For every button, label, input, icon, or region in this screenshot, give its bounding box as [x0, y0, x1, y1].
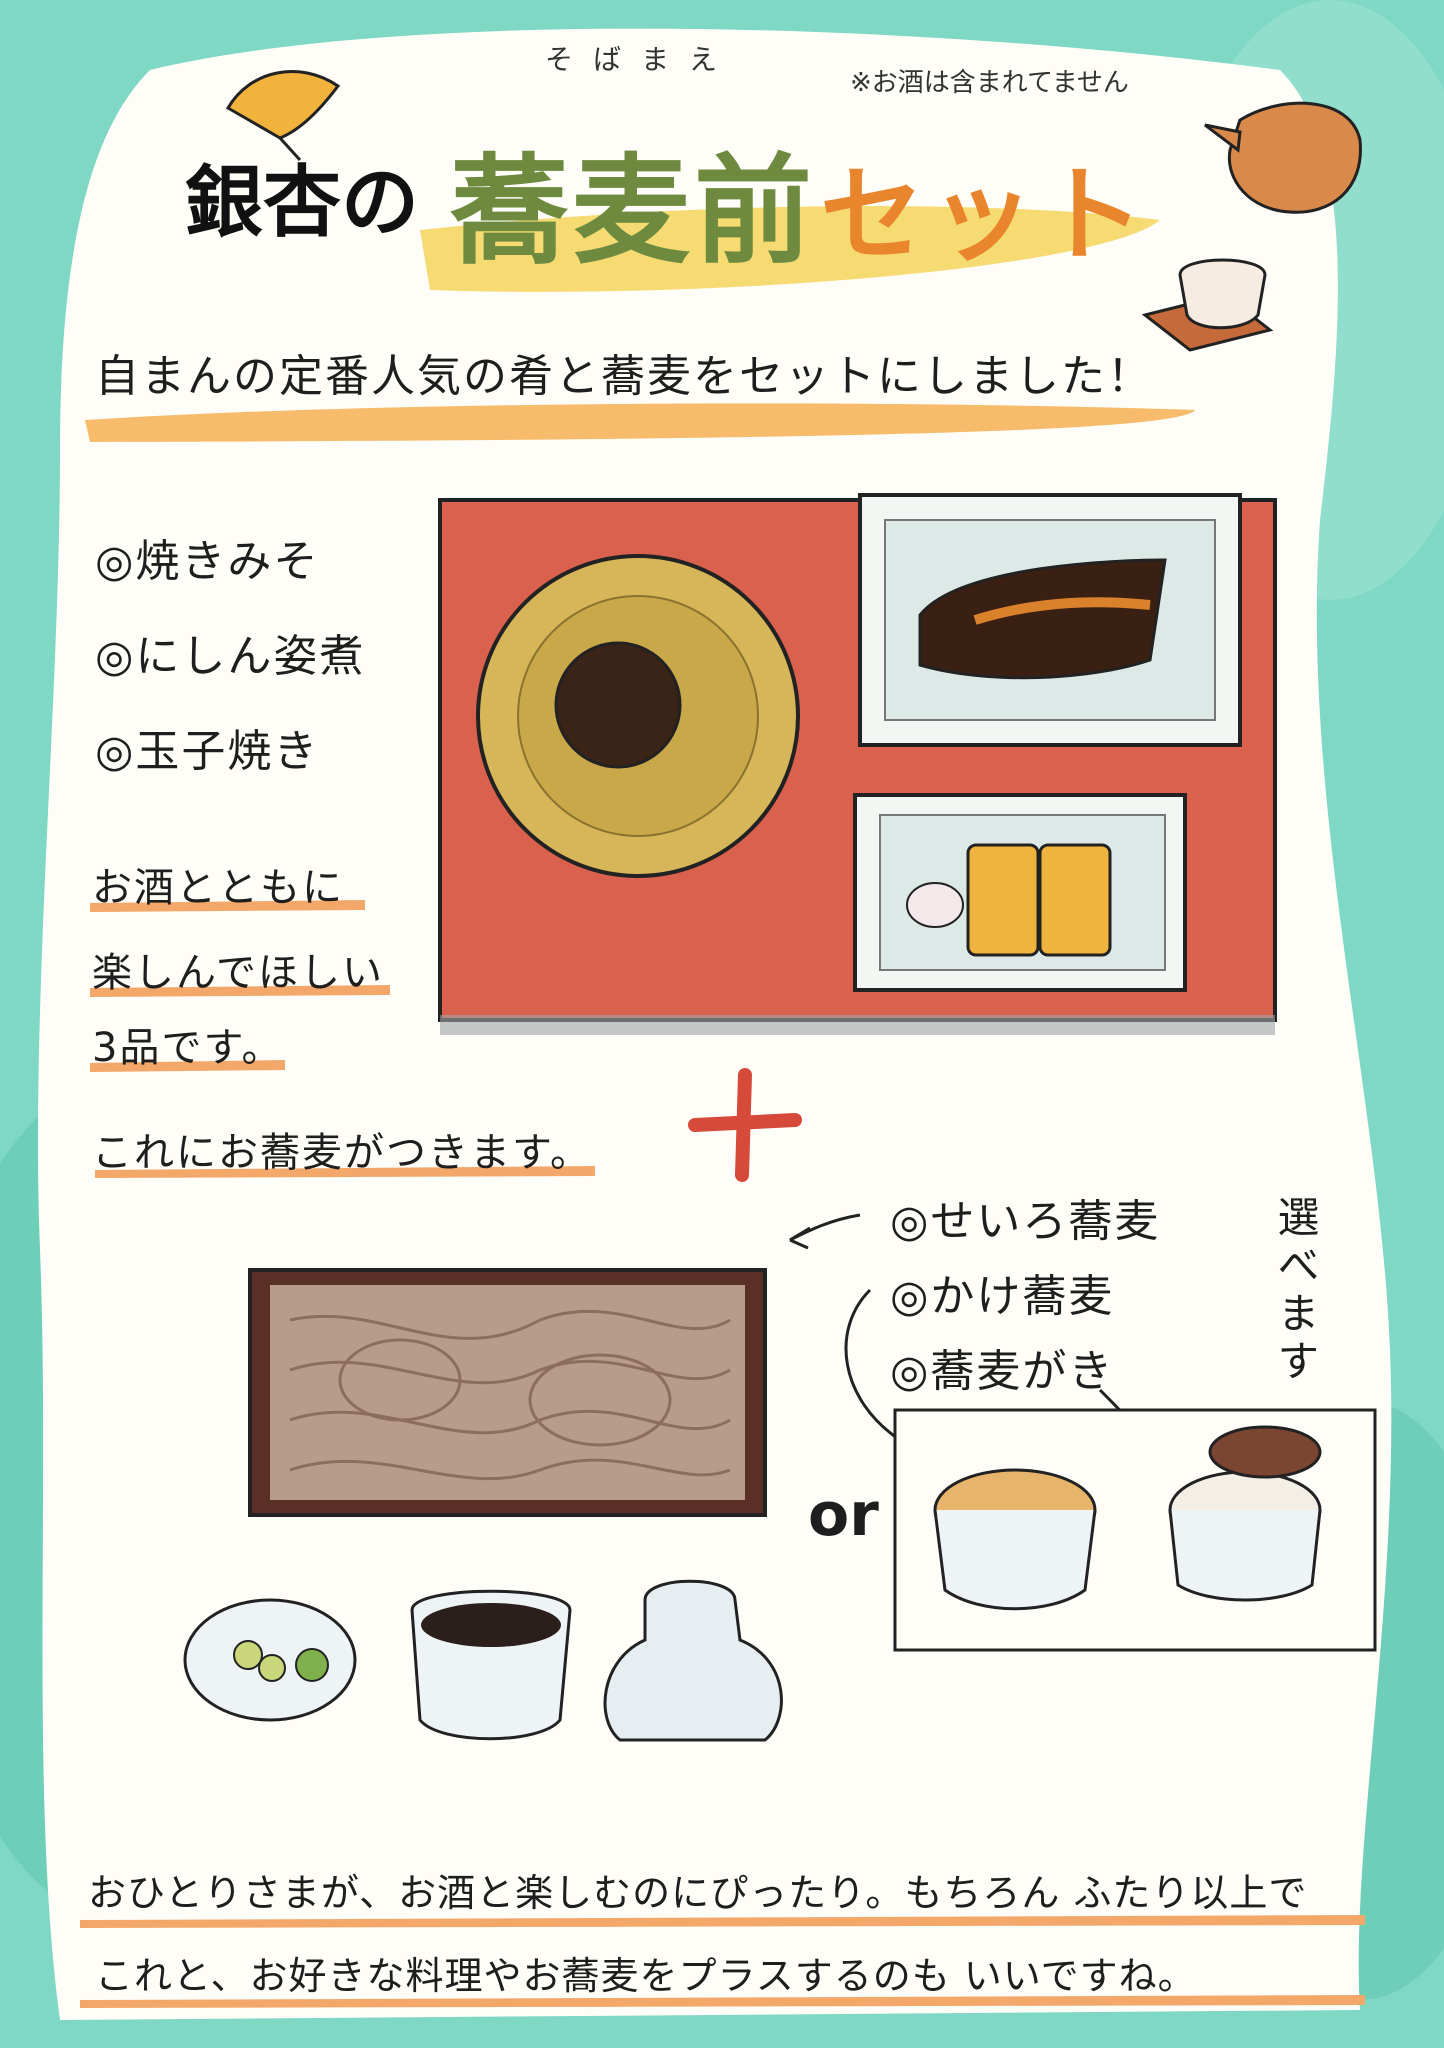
- choose-label: 選べます: [1271, 1195, 1320, 1387]
- title-ruby: そばまえ: [545, 43, 738, 76]
- soba-option: ◎かけ蕎麦: [890, 1271, 1115, 1322]
- footer-line: これと、お好きな料理やお蕎麦をプラスするのも いいですね。: [95, 1954, 1197, 1998]
- tsuyu-cup-illustration: [410, 1589, 572, 1741]
- footer-line: おひとりさまが、お酒と楽しむのにぴったり。もちろん ふたり以上で: [88, 1871, 1308, 1915]
- description-line: これにお蕎麦がつきます。: [92, 1130, 592, 1176]
- description-line: お酒とともに: [92, 865, 344, 911]
- description-line: 楽しんでほしい: [92, 950, 384, 996]
- plus-icon: [688, 1068, 802, 1182]
- ginkgo-leaf-icon: [225, 70, 341, 162]
- condiment-dish-illustration: [183, 1598, 357, 1722]
- sake-pot-icon: [1204, 101, 1362, 214]
- dish-item: ◎焼きみそ: [95, 536, 320, 587]
- title-suffix: セット: [820, 154, 1151, 276]
- kake-soba-box: [893, 1408, 1377, 1652]
- description-line: 3品です。: [92, 1025, 284, 1071]
- alcohol-note: ※お酒は含まれてません: [850, 68, 1129, 98]
- tray-illustration: [438, 493, 1277, 1035]
- tagline: 自まんの定番人気の肴と蕎麦をセットにしました！: [95, 351, 1153, 402]
- soba-yu-pot-illustration: [603, 1579, 783, 1742]
- or-label: or: [808, 1480, 879, 1550]
- page-title: 蕎麦前: [450, 142, 817, 280]
- soba-option: ◎せいろ蕎麦: [890, 1196, 1161, 1247]
- title-prefix: 銀杏の: [185, 158, 420, 248]
- dish-item: ◎にしん姿煮: [95, 631, 366, 682]
- soba-option: ◎蕎麦がき: [890, 1346, 1115, 1397]
- dish-item: ◎玉子焼き: [95, 726, 320, 777]
- sake-cup-icon: [1141, 258, 1274, 352]
- seiro-soba-illustration: [248, 1268, 767, 1517]
